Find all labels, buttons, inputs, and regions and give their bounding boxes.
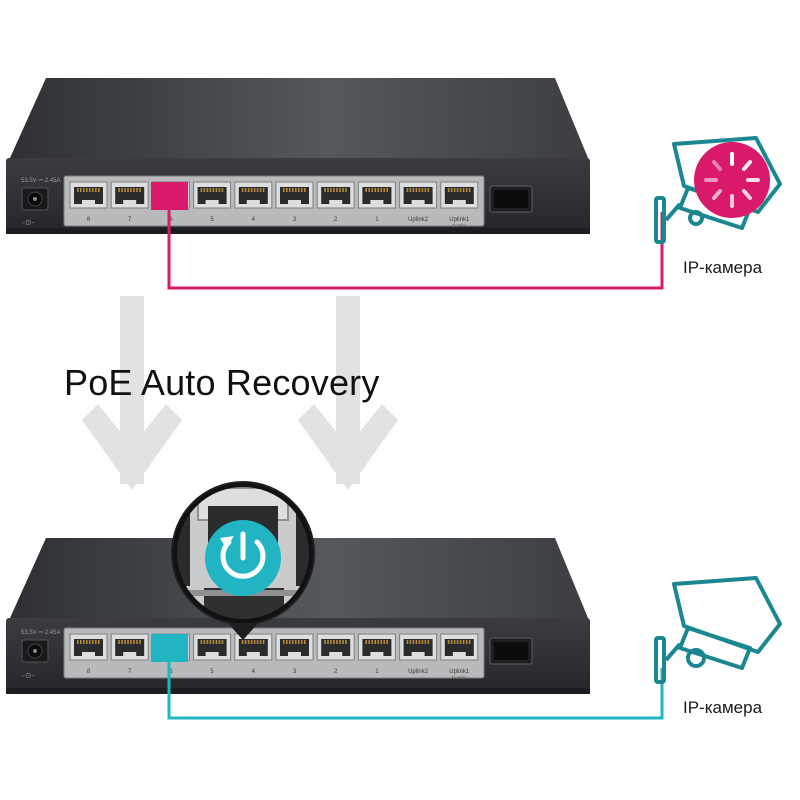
rj45-port-5: 5 bbox=[193, 181, 232, 223]
combo-label: Combo bbox=[452, 223, 467, 228]
power-label: 53.5V ⎓ 2.45A bbox=[21, 630, 60, 636]
arrow-left bbox=[82, 296, 182, 490]
rj45-port-8: 8 bbox=[69, 181, 108, 223]
ip-camera-bottom bbox=[654, 576, 782, 684]
cable-bottom-recovered bbox=[167, 662, 664, 720]
port-label: 2 bbox=[334, 217, 338, 223]
arrow-right bbox=[298, 296, 398, 490]
rj45-port-7: 7 bbox=[110, 633, 149, 675]
rj45-port-1: 1 bbox=[357, 181, 396, 223]
rj45-port-uplink1: Uplink1 bbox=[440, 181, 479, 223]
port-label: 2 bbox=[334, 669, 338, 675]
rj45-port-3: 3 bbox=[275, 181, 314, 223]
port-label: 7 bbox=[128, 669, 132, 675]
rj45-port-4: 4 bbox=[234, 633, 273, 675]
svg-text:-⊙-: -⊙- bbox=[22, 218, 35, 227]
cable-top-fault bbox=[167, 210, 664, 290]
switch-top-lid bbox=[10, 78, 588, 158]
port-6-recovered-highlight bbox=[151, 634, 188, 662]
port-label: 5 bbox=[210, 217, 214, 223]
rj45-port-3: 3 bbox=[275, 633, 314, 675]
port-label: 6 bbox=[169, 217, 173, 223]
port-label: 1 bbox=[375, 669, 379, 675]
port-label: 8 bbox=[87, 669, 91, 675]
port-label: 4 bbox=[252, 217, 256, 223]
port-label: 4 bbox=[252, 669, 256, 675]
port-label: 3 bbox=[293, 669, 297, 675]
port-label: 8 bbox=[87, 217, 91, 223]
port-label: Uplink2 bbox=[408, 669, 429, 675]
rj45-port-2: 2 bbox=[316, 181, 355, 223]
rj45-port-7: 7 bbox=[110, 181, 149, 223]
rj45-port-1: 1 bbox=[357, 633, 396, 675]
combo-label: Combo bbox=[452, 675, 467, 680]
camera-top-label: IP-камера bbox=[683, 258, 763, 277]
port-label: 1 bbox=[375, 217, 379, 223]
port-label: 3 bbox=[293, 217, 297, 223]
zoom-magnifier bbox=[171, 481, 315, 640]
rj45-port-8: 8 bbox=[69, 633, 108, 675]
port-label: 5 bbox=[210, 669, 214, 675]
rj45-port-uplink1: Uplink1 bbox=[440, 633, 479, 675]
loading-spinner-icon bbox=[694, 142, 770, 218]
rj45-port-uplink2: Uplink2 bbox=[399, 633, 438, 675]
camera-bottom-label: IP-камера bbox=[683, 698, 763, 717]
port-label: Uplink2 bbox=[408, 217, 429, 223]
diagram-title: PoE Auto Recovery bbox=[64, 362, 380, 403]
ip-camera-top bbox=[654, 136, 782, 244]
rj45-port-2: 2 bbox=[316, 633, 355, 675]
power-recovery-icon bbox=[205, 520, 281, 596]
svg-text:-⊙-: -⊙- bbox=[22, 671, 35, 680]
port-label: 7 bbox=[128, 217, 132, 223]
power-label: 53.5V ⎓ 2.45A bbox=[21, 178, 60, 184]
port-label: Uplink1 bbox=[449, 217, 470, 223]
rj45-port-5: 5 bbox=[193, 633, 232, 675]
camera-icon-bottom bbox=[654, 576, 782, 684]
camera-icon-top bbox=[654, 136, 782, 244]
port-label: 6 bbox=[169, 669, 173, 675]
port-6-fault-highlight bbox=[151, 182, 188, 210]
rj45-port-4: 4 bbox=[234, 181, 273, 223]
rj45-port-uplink2: Uplink2 bbox=[399, 181, 438, 223]
switch-top: 53.5V ⎓ 2.45A -⊙- 8 7 6 5 4 3 2 1 Uplink2 Uplink1… bbox=[6, 78, 590, 234]
port-label: Uplink1 bbox=[449, 669, 470, 675]
